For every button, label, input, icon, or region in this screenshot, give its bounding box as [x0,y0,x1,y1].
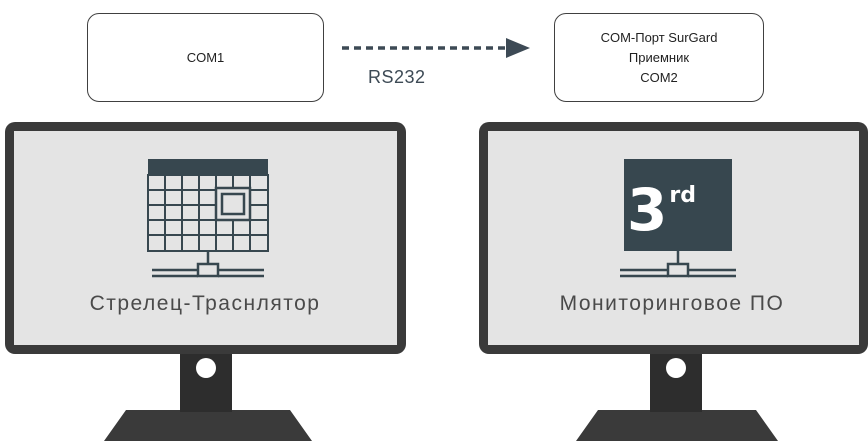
left-monitor-neck-hole [196,358,216,378]
third-party-badge: 3rd [627,181,727,239]
com1-box: COM1 [87,13,324,102]
com2-line-2: Приемник [628,49,690,65]
right-monitor-base [576,410,778,441]
left-monitor-base [104,410,312,441]
badge-main: 3 [627,176,668,244]
right-monitor-neck-hole [666,358,686,378]
com1-label: COM1 [186,49,225,65]
left-monitor [5,122,406,441]
right-monitor-label: Мониторинговое ПО [559,292,785,315]
rs232-arrow [342,38,530,58]
com2-box: COM-Порт SurGard Приемник COM2 [554,13,764,102]
badge-superscript: rd [669,183,696,208]
rs232-label: RS232 [368,67,426,87]
com2-line-1: COM-Порт SurGard [600,29,718,45]
calendar-grid-network-icon [147,159,269,278]
com2-line-3: COM2 [640,69,678,85]
third-party-network-icon [620,159,736,278]
right-monitor [479,122,868,441]
left-monitor-label: Стрелец-Траснлятор [89,292,321,315]
